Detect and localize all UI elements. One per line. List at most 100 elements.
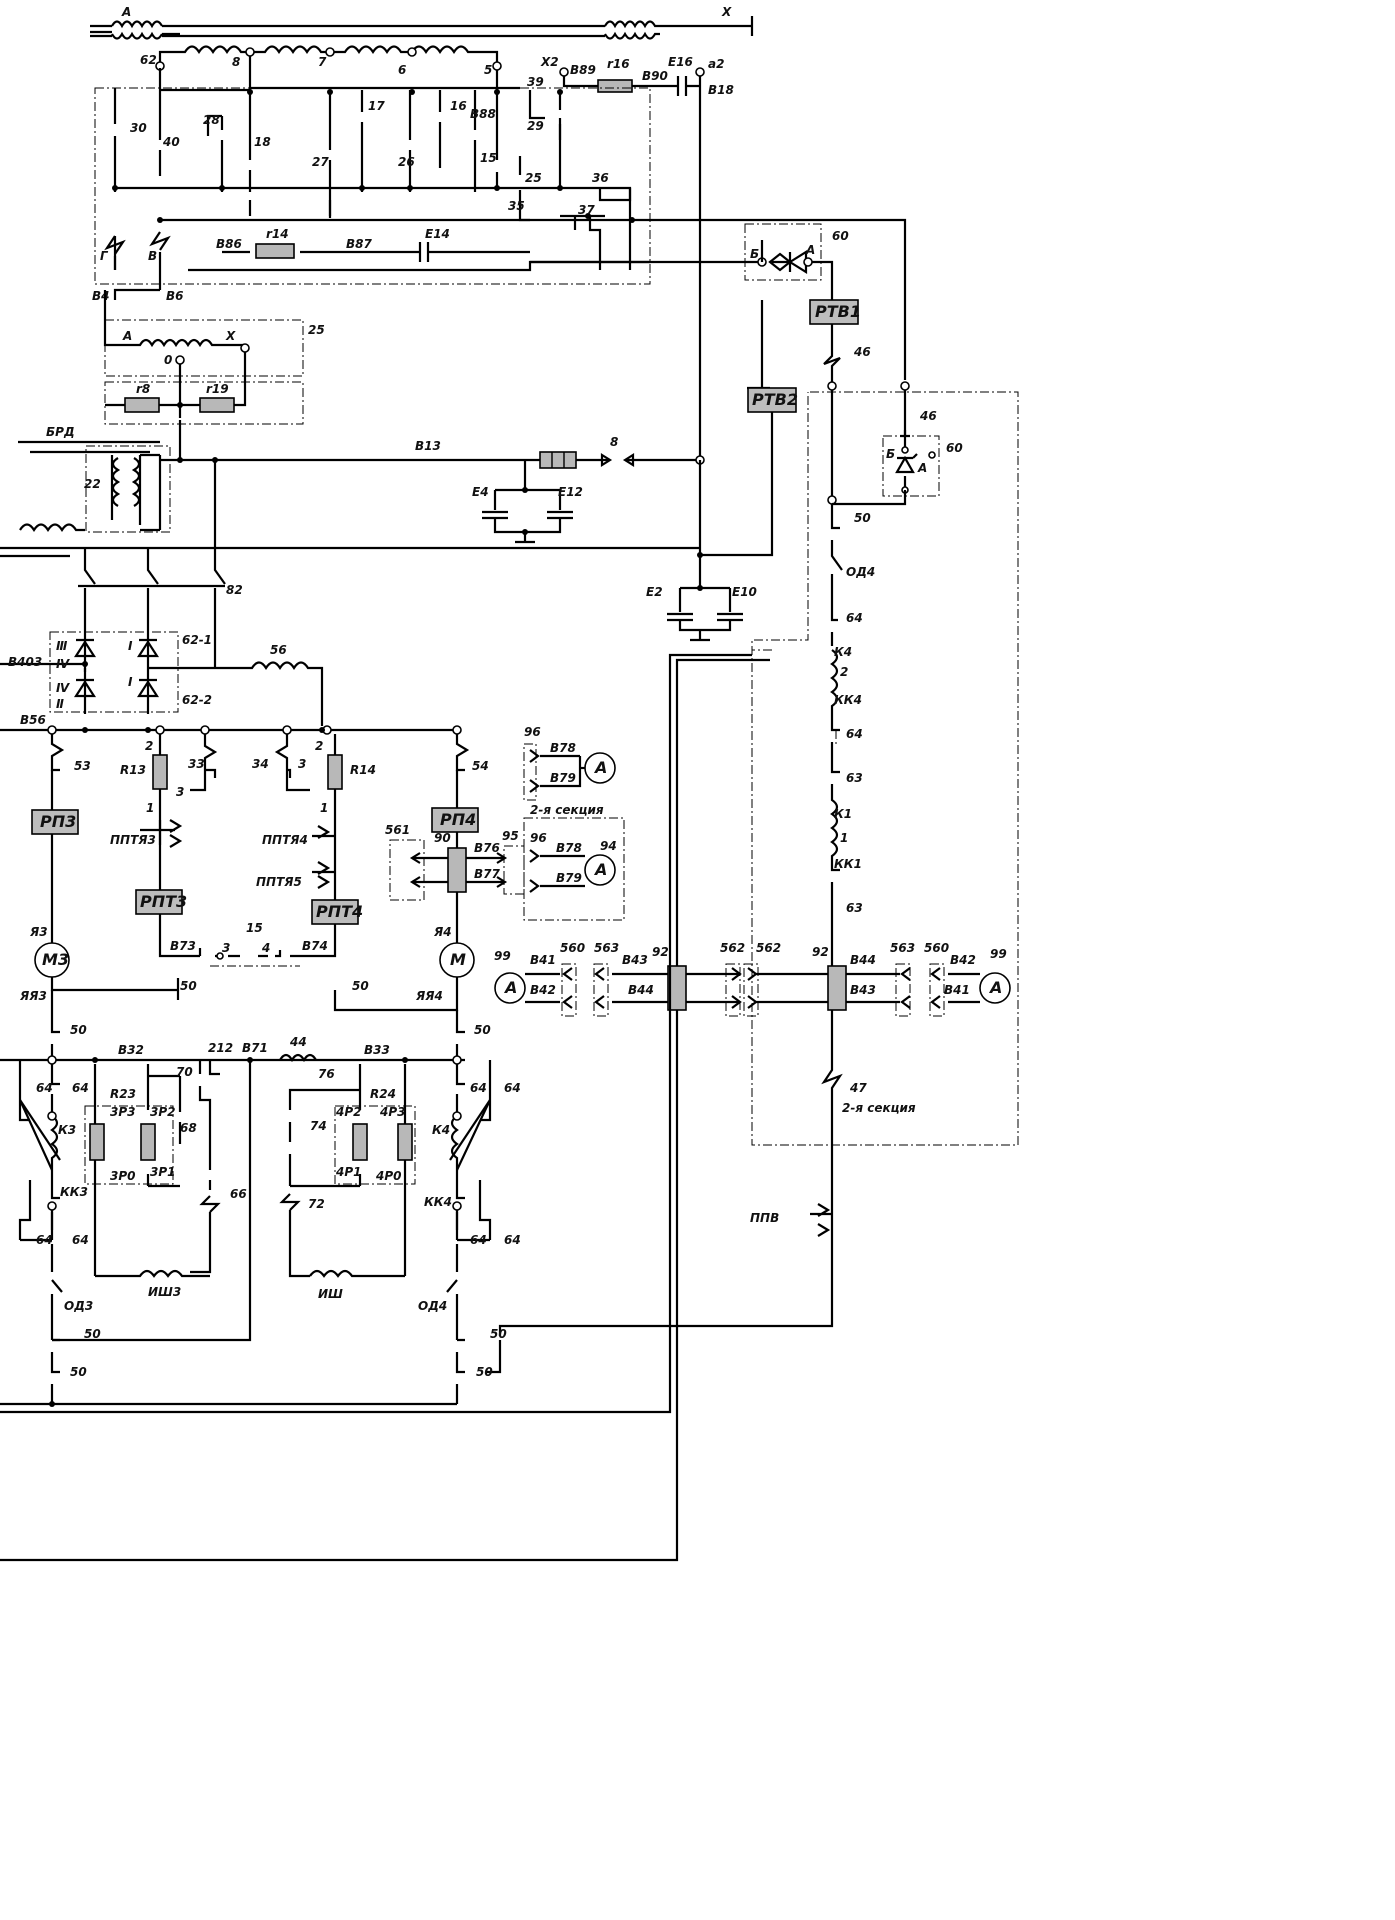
label-64d: 64 [504, 1081, 521, 1095]
rectifier-box [49, 631, 179, 713]
ammeter-top-box [523, 743, 537, 801]
label-B78b: В78 [556, 841, 582, 855]
label-P0: 4Р0 [375, 1169, 402, 1183]
relay-RPT3 [135, 889, 183, 915]
label-P1: 4Р1 [335, 1165, 362, 1179]
label-563a: 563 [594, 941, 619, 955]
label-50d: 50 [70, 1023, 87, 1037]
rtv-diode-box-top [744, 223, 822, 281]
traction-winding [155, 45, 502, 71]
label-60b: 60 [946, 441, 963, 455]
label-RPT3: РПТ3 [140, 892, 187, 911]
label-1r: 1 [840, 831, 848, 845]
label-rom4: Ⅳ [56, 657, 70, 671]
ammeter-94-label: А [593, 860, 607, 879]
label-BRD: БРД [46, 425, 75, 439]
relay-RTV2 [747, 387, 797, 413]
connector-560a-box [561, 963, 577, 1017]
label-50h: 50 [490, 1327, 507, 1341]
label-RTV2: РТВ2 [752, 390, 798, 409]
label-99b: 99 [990, 947, 1007, 961]
label-8b: 8 [610, 435, 618, 449]
label-2a: 2 [145, 739, 153, 753]
label-B56: В56 [20, 713, 46, 727]
relay-RP3 [31, 809, 79, 835]
brd-box [85, 445, 171, 533]
label-X-top: Х [721, 5, 732, 19]
label-ZP0: 3Р0 [110, 1169, 136, 1183]
label-PPV: ППВ [750, 1211, 779, 1225]
label-6: 6 [398, 63, 406, 77]
label-64e: 64 [36, 1233, 53, 1247]
label-64r: 64 [846, 611, 863, 625]
label-Ac: А [917, 461, 927, 475]
label-50g: 50 [70, 1365, 87, 1379]
label-47: 47 [849, 1081, 867, 1095]
label-ISH: ИШ [318, 1287, 343, 1301]
r14-branch [274, 734, 359, 958]
label-90: 90 [434, 831, 451, 845]
transformer-25 [103, 288, 250, 418]
label-64f: 64 [72, 1233, 89, 1247]
label-212: 212 [208, 1041, 233, 1055]
label-B87: В87 [346, 237, 372, 251]
label-37: 37 [578, 203, 595, 217]
label-ZP3: 3Р3 [110, 1105, 136, 1119]
transformer-25-box [104, 319, 304, 377]
label-562a: 562 [720, 941, 745, 955]
bus-to-e2 [0, 546, 700, 558]
label-3a: 3 [176, 785, 184, 799]
label-74: 74 [310, 1119, 327, 1133]
label-1b: 1 [320, 801, 328, 815]
relay-RTV1 [809, 299, 859, 325]
label-PPT5: ППТЯ5 [256, 875, 302, 889]
right-relay-box [334, 1105, 416, 1185]
r13-branch [135, 734, 218, 958]
label-562b: 562 [756, 941, 781, 955]
label-29: 29 [527, 119, 544, 133]
label-62: 62 [140, 53, 157, 67]
label-64r2: 64 [846, 727, 863, 741]
switch-15 [198, 948, 300, 967]
label-63r2: 63 [846, 901, 863, 915]
resistor-box [104, 381, 304, 425]
label-rom2: Ⅱ [56, 697, 64, 711]
label-B71: В71 [242, 1041, 268, 1055]
label-22: 22 [84, 477, 101, 491]
label-16: 16 [450, 99, 467, 113]
label-RTV1: РТВ1 [815, 302, 861, 321]
label-B86: В86 [216, 237, 242, 251]
label-50c: 50 [854, 511, 871, 525]
tap-contacts [113, 56, 907, 380]
label-K3: К3 [58, 1123, 76, 1137]
label-Ab: А [805, 243, 815, 257]
label-B88: В88 [470, 107, 496, 121]
label-KK4r: КК4 [834, 693, 862, 707]
label-PPT4: ППТЯ4 [262, 833, 308, 847]
relay-RP4 [431, 807, 479, 833]
capacitors-e2-e10 [667, 460, 743, 642]
left-motor-branch [31, 734, 180, 1020]
label-R23: R23 [110, 1087, 136, 1101]
label-B18: В18 [708, 83, 734, 97]
connector-562b-box [743, 963, 759, 1017]
label-50i: 50 [476, 1365, 493, 1379]
label-1a: 1 [146, 801, 154, 815]
label-RPT4: РПТ4 [316, 902, 363, 921]
label-PPT3: ППТЯ3 [110, 833, 156, 847]
label-sect2b: 2-я секция [842, 1101, 916, 1115]
label-KK1r: КК1 [834, 857, 862, 871]
right-motor-branch [333, 734, 508, 1024]
label-3c: 3 [222, 941, 230, 955]
label-tX: Х [225, 329, 236, 343]
label-M4: М [450, 950, 466, 969]
switches-G-V [104, 231, 171, 290]
label-560b: 560 [924, 941, 949, 955]
label-64g: 64 [470, 1233, 487, 1247]
right-vertical-chain [830, 490, 907, 966]
label-62-1: 62-1 [182, 633, 212, 647]
label-17: 17 [368, 99, 385, 113]
ammeter-right-label: А [988, 978, 1002, 997]
ammeter-top-label: А [593, 758, 607, 777]
